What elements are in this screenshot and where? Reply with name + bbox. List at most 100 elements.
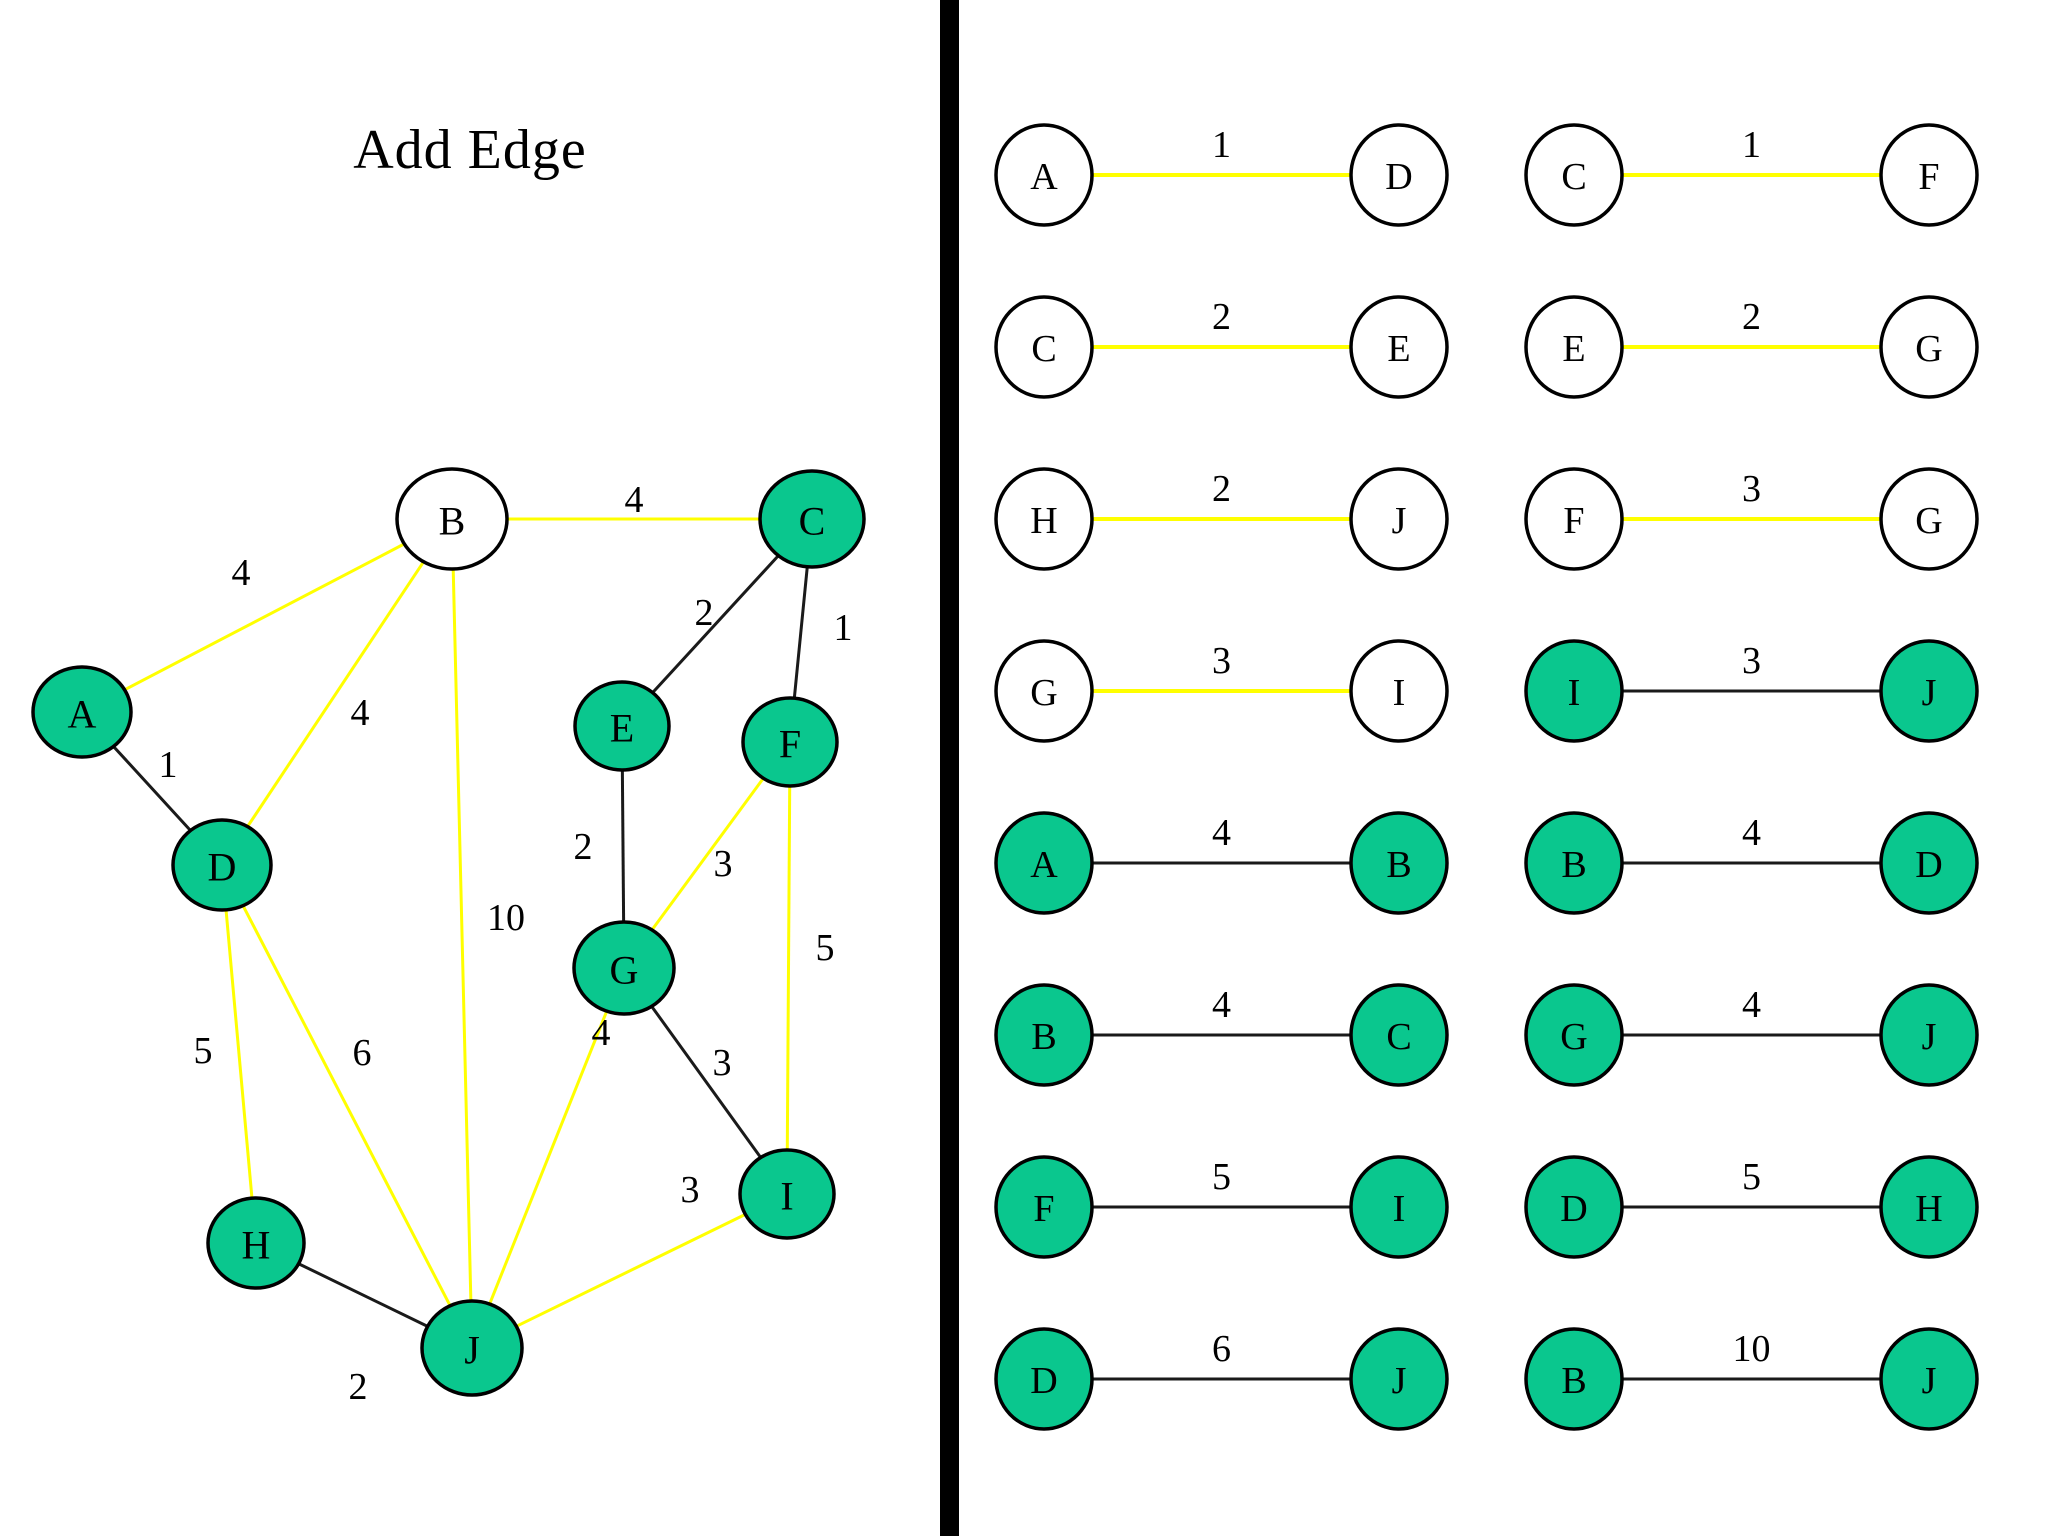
edge-list-node-h[interactable]: H (1879, 1155, 1979, 1259)
edge-list-node-j[interactable]: J (1349, 1327, 1449, 1431)
node-shape (1349, 983, 1449, 1087)
edge-list-node-g[interactable]: G (1524, 983, 1624, 1087)
edge-list-node-a[interactable]: A (994, 123, 1094, 227)
edge-list-item[interactable]: 4 B C (994, 983, 1449, 1087)
edge-list-node-d[interactable]: D (1524, 1155, 1624, 1259)
node-shape (994, 639, 1094, 743)
edge-list-node-a[interactable]: A (994, 811, 1094, 915)
node-shape (1524, 639, 1624, 743)
node-shape (1349, 1327, 1449, 1431)
graph-node-h[interactable]: H (206, 1196, 306, 1290)
graph-node-b[interactable]: B (395, 467, 509, 571)
edge-list-item[interactable]: 2C E (994, 295, 1449, 399)
node-label: F (1918, 156, 1939, 198)
edge-list-node-f[interactable]: F (994, 1155, 1094, 1259)
edge-list-node-b[interactable]: B (1349, 811, 1449, 915)
node-shape (994, 295, 1094, 399)
node-label: F (779, 722, 801, 767)
edge-list-weight: 3 (1742, 468, 1761, 510)
edge-list-node-c[interactable]: C (994, 295, 1094, 399)
edge-list-node-g[interactable]: G (994, 639, 1094, 743)
node-label: I (1393, 1188, 1406, 1230)
graph-edge-weight: 4 (592, 1012, 611, 1054)
node-shape (1349, 811, 1449, 915)
edge-list-node-f[interactable]: F (1524, 467, 1624, 571)
edge-list-item[interactable]: 2E G (1524, 295, 1979, 399)
node-label: D (1915, 844, 1942, 886)
node-shape (1524, 983, 1624, 1087)
graph-node-i[interactable]: I (738, 1148, 836, 1240)
edge-list-node-j[interactable]: J (1349, 467, 1449, 571)
node-shape (572, 920, 676, 1016)
graph-edge-weight: 1 (834, 607, 853, 649)
edge-list-node-j[interactable]: J (1879, 983, 1979, 1087)
node-shape (1524, 467, 1624, 571)
edge-list-node-c[interactable]: C (1524, 123, 1624, 227)
graph-node-j[interactable]: J (420, 1299, 524, 1397)
node-label: D (208, 845, 237, 890)
edge-list-node-i[interactable]: I (1349, 1155, 1449, 1259)
graph-node-e[interactable]: E (573, 680, 671, 772)
edge-list-node-h[interactable]: H (994, 467, 1094, 571)
graph-edge-weight: 4 (232, 552, 251, 594)
node-label: G (1560, 1016, 1587, 1058)
edge-list-weight: 2 (1212, 296, 1231, 338)
edge-list-node-d[interactable]: D (994, 1327, 1094, 1431)
graph-node-g[interactable]: G (572, 920, 676, 1016)
edge-list-node-e[interactable]: E (1349, 295, 1449, 399)
edge-list-node-j[interactable]: J (1879, 1327, 1979, 1431)
edge-list-node-d[interactable]: D (1879, 811, 1979, 915)
edge-list-node-i[interactable]: I (1524, 639, 1624, 743)
graph-node-a[interactable]: A (31, 665, 133, 759)
edge-list-weight: 2 (1742, 296, 1761, 338)
edge-list-node-f[interactable]: F (1879, 123, 1979, 227)
edge-list-weight: 5 (1212, 1156, 1231, 1198)
graph-edge-weight: 3 (714, 843, 733, 885)
node-shape (31, 665, 133, 759)
node-shape (1524, 1327, 1624, 1431)
node-label: C (1031, 328, 1056, 370)
graph-edge-weight: 2 (695, 592, 714, 634)
edge-list-weight: 10 (1733, 1328, 1771, 1370)
graph-edge-weight: 2 (349, 1366, 368, 1408)
edge-list-node-b[interactable]: B (994, 983, 1094, 1087)
node-label: J (1392, 500, 1407, 542)
edge-list-node-j[interactable]: J (1879, 639, 1979, 743)
node-shape (994, 1327, 1094, 1431)
edge-list-node-i[interactable]: I (1349, 639, 1449, 743)
edge-list-weight: 4 (1212, 984, 1231, 1026)
node-label: C (1386, 1016, 1411, 1058)
graph-node-d[interactable]: D (171, 818, 273, 912)
graph-node-f[interactable]: F (741, 696, 839, 788)
node-shape (1524, 295, 1624, 399)
edge-list-node-g[interactable]: G (1879, 295, 1979, 399)
edge-list-node-c[interactable]: C (1349, 983, 1449, 1087)
edge-list-item[interactable]: 3 F G (1524, 467, 1979, 571)
node-label: E (1562, 328, 1585, 370)
edge-list-item[interactable]: 5 F I (994, 1155, 1449, 1259)
node-shape (1879, 983, 1979, 1087)
edge-list-item[interactable]: 10 B J (1524, 1327, 1979, 1431)
edge-list-node-e[interactable]: E (1524, 295, 1624, 399)
graph-node-c[interactable]: C (758, 469, 866, 569)
graph-edge-c-e (651, 554, 780, 694)
edge-list-node-g[interactable]: G (1879, 467, 1979, 571)
graph-edge-weight: 6 (353, 1032, 372, 1074)
node-shape (206, 1196, 306, 1290)
node-label: C (1561, 156, 1586, 198)
edge-list-node-d[interactable]: D (1349, 123, 1449, 227)
edge-list-node-b[interactable]: B (1524, 1327, 1624, 1431)
node-shape (171, 818, 273, 912)
edge-list-node-b[interactable]: B (1524, 811, 1624, 915)
node-label: G (610, 948, 639, 993)
